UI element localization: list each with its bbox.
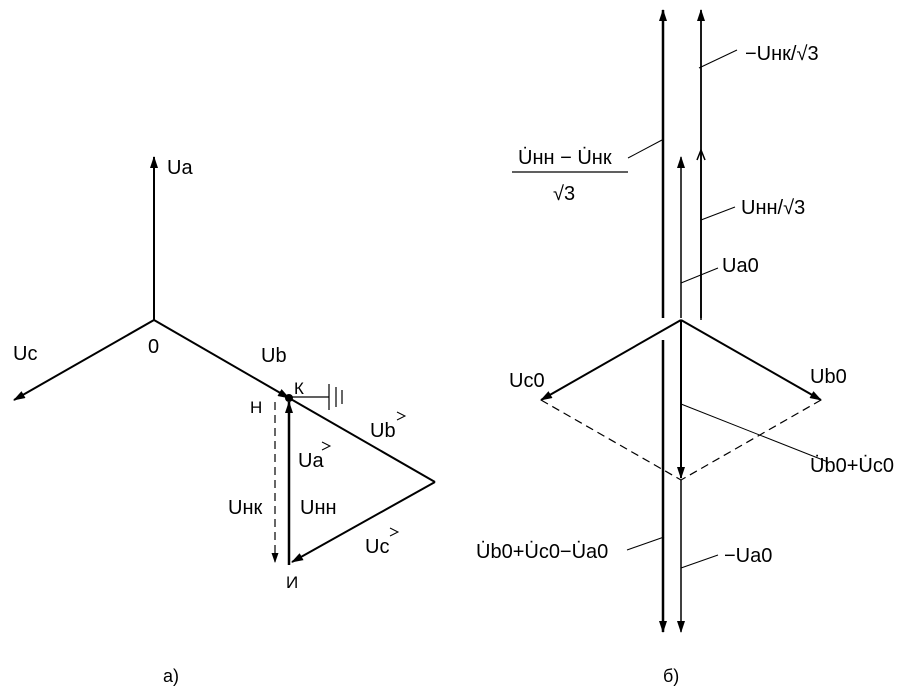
leader-ub0-uc0: [680, 403, 829, 463]
label-origin: 0: [148, 336, 159, 358]
label-uc: Uc: [13, 343, 37, 365]
label-i: И: [286, 573, 298, 592]
leader-minus-unk: [698, 49, 738, 69]
label-ub-dot: Ub: [370, 420, 396, 442]
label-minus-ua0: −Ua0: [724, 545, 772, 567]
leader-unn-sqrt: [700, 206, 736, 221]
leader-minus-ua0: [680, 554, 719, 569]
label-n: Н: [250, 398, 262, 417]
diagram-a: Ua Uc 0 Ub К Н Ub Ua Uнк Uнн Uc И а): [13, 156, 436, 686]
label-ua-dot: Ua: [298, 450, 324, 472]
label-unk: Uнк: [228, 497, 262, 519]
label-ua: Ua: [167, 157, 193, 179]
vector-uc0: [540, 319, 682, 401]
label-uc0: Uc0: [509, 370, 545, 392]
leader-frac: [627, 139, 663, 159]
label-sum-minus: U̇b0+U̇c0−U̇a0: [476, 541, 608, 563]
vector-uc: [13, 319, 155, 401]
dot-mark-uc: [389, 527, 400, 537]
label-ub0: Ub0: [810, 366, 847, 388]
leader-ua0: [680, 267, 719, 284]
dot-mark-ub: [396, 411, 407, 421]
label-frac-den: √3: [553, 183, 575, 205]
diagram-b: −Uнк/√3 U̇нн − U̇нк √3 Uнн/√3 Ua0 Uc0 Ub…: [476, 9, 894, 686]
label-unn-sqrt: Uнн/√3: [741, 197, 805, 219]
label-ub0-uc0: U̇b0+U̇c0: [810, 455, 894, 477]
dashed-side-right: [680, 399, 822, 481]
caption-b: б): [663, 666, 679, 686]
label-unn: Uнн: [300, 497, 337, 519]
dashed-side-left: [540, 399, 682, 481]
label-minus-unk: −Uнк/√3: [745, 43, 819, 65]
leader-sum-minus: [626, 536, 665, 551]
label-uc-dot: Uc: [365, 536, 389, 558]
arrow-unn-sqrt: [696, 147, 706, 161]
vector-ub0: [680, 319, 822, 401]
label-k: К: [294, 379, 304, 398]
triangle-side-ub-dot: [288, 397, 436, 483]
dot-mark-ua: [321, 441, 332, 451]
label-ua0: Ua0: [722, 255, 759, 277]
vector-ub: [153, 319, 290, 399]
label-ub: Ub: [261, 345, 287, 367]
triangle-side-uc-dot: [291, 481, 436, 563]
label-frac-num: U̇нн − U̇нк: [518, 147, 612, 169]
caption-a: а): [163, 666, 179, 686]
